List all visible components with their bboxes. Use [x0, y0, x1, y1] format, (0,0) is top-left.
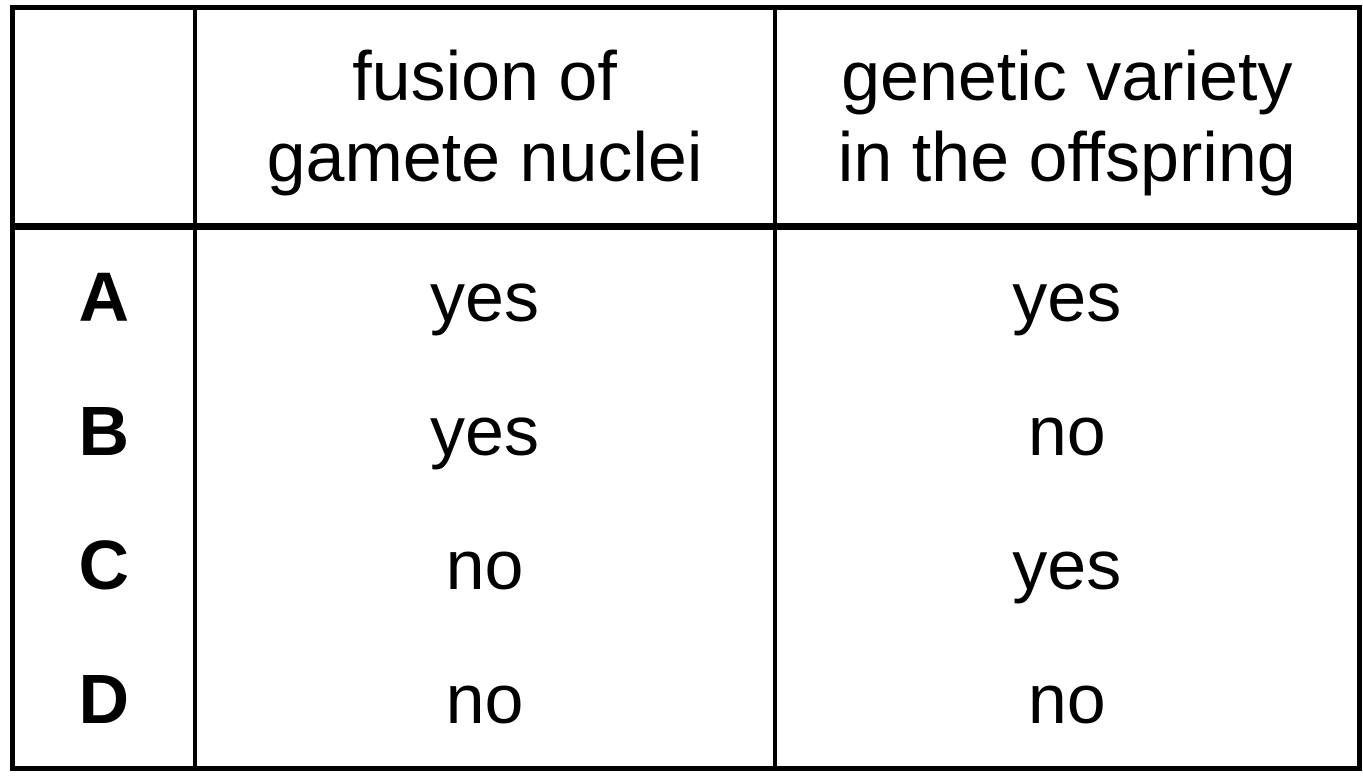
table-row-d: D no no — [13, 632, 1360, 769]
table-body: A yes yes B yes no C no yes D no no — [13, 226, 1360, 769]
header-fusion-of-gamete-nuclei: fusion of gamete nuclei — [192, 7, 775, 230]
row-b-variety-value: no — [772, 364, 1360, 498]
header-genetic-variety: genetic variety in the offspring — [772, 7, 1360, 230]
row-a-option-label: A — [78, 258, 130, 336]
row-c-variety-value: yes — [772, 498, 1360, 632]
row-d-fusion-value: no — [192, 632, 775, 769]
header-fusion-line1: fusion of — [352, 36, 617, 115]
answer-table: fusion of gamete nuclei genetic variety … — [10, 5, 1362, 771]
table-row-b: B yes no — [13, 364, 1360, 498]
answer-table-container: fusion of gamete nuclei genetic variety … — [10, 5, 1362, 771]
table-row-c: C no yes — [13, 498, 1360, 632]
header-variety-line2: in the offspring — [837, 117, 1296, 196]
row-a-fusion-value: yes — [192, 226, 775, 364]
header-row: fusion of gamete nuclei genetic variety … — [12, 7, 1360, 230]
row-d-option-label: D — [78, 660, 130, 738]
header-variety-line1: genetic variety — [841, 36, 1293, 115]
row-a-variety-value: yes — [772, 226, 1360, 364]
header-option-blank — [12, 7, 195, 230]
row-d-variety-value: no — [772, 632, 1360, 769]
row-b-fusion-value: yes — [192, 364, 775, 498]
table-header: fusion of gamete nuclei genetic variety … — [12, 7, 1360, 230]
header-fusion-line2: gamete nuclei — [266, 117, 703, 196]
table-row-a: A yes yes — [13, 226, 1360, 364]
row-b-option-label: B — [78, 392, 130, 470]
row-c-fusion-value: no — [192, 498, 775, 632]
row-c-option-label: C — [78, 526, 130, 604]
